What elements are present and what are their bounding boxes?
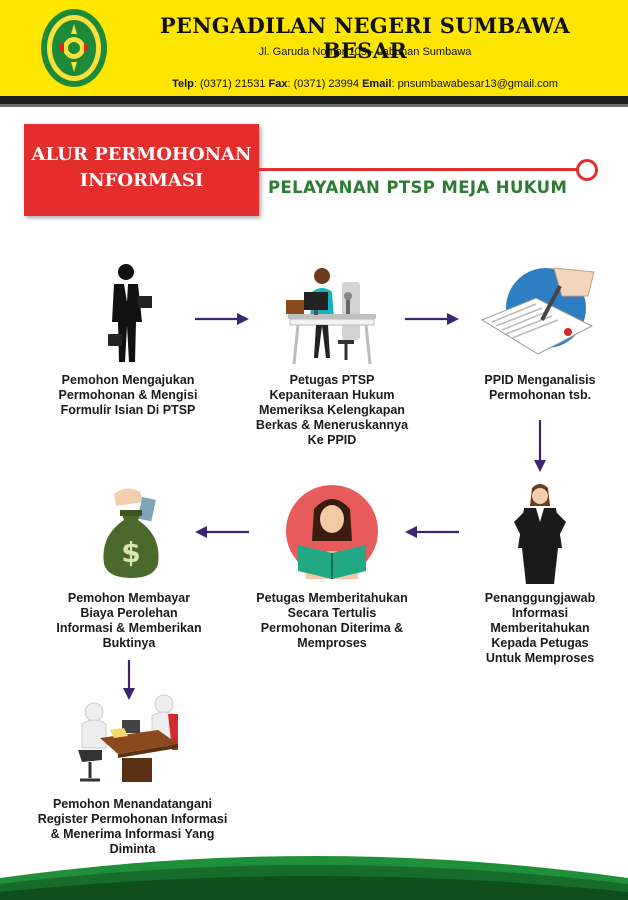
bottom-wave-decoration [0, 856, 628, 900]
title-rule [259, 168, 577, 171]
step-4-line-5: Untuk Memproses [485, 651, 595, 665]
page-title: ALUR PERMOHONAN INFORMASI [24, 142, 259, 194]
step-6-line-1: Pemohon Membayar [67, 591, 191, 605]
arrow-down-icon [123, 660, 135, 700]
step-5-line-2: Secara Tertulis [287, 606, 377, 620]
contact-line: Telp: (0371) 21531 Fax: (0371) 23994 Ema… [120, 78, 610, 90]
step-1-line-3: Formulir Isian Di PTSP [60, 403, 196, 417]
step-3-caption: PPID Menganalisis Permohonan tsb. [460, 373, 620, 403]
telp-label: Telp [172, 78, 194, 90]
businessman-icon [108, 264, 152, 362]
step-1-line-2: Permohonan & Mengisi [58, 388, 198, 402]
step-2-line-4: Berkas & Meneruskannya [255, 418, 409, 432]
title-box: ALUR PERMOHONAN INFORMASI [24, 124, 259, 216]
step-1-caption: Pemohon Mengajukan Permohonan & Mengisi … [48, 373, 208, 418]
step-7-line-2: Register Permohonan Informasi [37, 812, 228, 826]
header-divider-thin [0, 104, 628, 107]
step-4-caption: Penanggungjawab Informasi Memberitahukan… [460, 591, 620, 666]
step-2-line-2: Kepaniteraan Hukum [269, 388, 395, 402]
title-line-2: INFORMASI [79, 170, 204, 191]
court-name: PENGADILAN NEGERI SUMBAWA BESAR [159, 13, 571, 63]
step-7-line-1: Pemohon Menandatangani [52, 797, 213, 811]
court-address: Jl. Garuda Nomor 105 - Labuhan Sumbawa [258, 46, 472, 58]
woman-reading-icon [286, 485, 378, 579]
step-5-line-3: Permohonan Diterima & [260, 621, 404, 635]
step-4-line-1: Penanggungjawab [484, 591, 596, 605]
fax-label: Fax [268, 78, 288, 90]
arrow-left-icon [195, 526, 249, 538]
step-4-line-4: Kepada Petugas [491, 636, 589, 650]
step-7-line-3: & Menerima Informasi Yang [50, 827, 215, 841]
step-5-line-4: Memproses [297, 636, 367, 650]
page-subtitle: PELAYANAN PTSP MEJA HUKUM [268, 178, 568, 197]
title-line-1: ALUR PERMOHONAN [31, 144, 252, 165]
step-2-line-5: Ke PPID [307, 433, 357, 447]
fax-value: : (0371) 23994 [287, 78, 360, 90]
step-4-line-3: Memberitahukan [490, 621, 590, 635]
step-6-caption: Pemohon Membayar Biaya Perolehan Informa… [44, 591, 214, 651]
meeting-signing-icon [78, 694, 178, 782]
step-1-line-1: Pemohon Mengajukan [61, 373, 195, 387]
arrow-left-icon [405, 526, 459, 538]
email-value: : pnsumbawabesar13@gmail.com [391, 78, 558, 90]
header: PENGADILAN NEGERI SUMBAWA BESAR Jl. Garu… [0, 0, 628, 96]
step-3-line-1: PPID Menganalisis [484, 373, 596, 387]
step-2-line-3: Memeriksa Kelengkapan [259, 403, 405, 417]
businesswoman-icon [514, 484, 566, 584]
arrow-right-icon [405, 313, 459, 325]
step-5-caption: Petugas Memberitahukan Secara Tertulis P… [244, 591, 420, 651]
step-2-caption: Petugas PTSP Kepaniteraan Hukum Memeriks… [242, 373, 422, 448]
step-6-line-2: Biaya Perolehan [80, 606, 178, 620]
title-rule-end-circle [576, 159, 598, 181]
step-5-line-1: Petugas Memberitahukan [256, 591, 408, 605]
email-label: Email [362, 78, 392, 90]
telp-value: : (0371) 21531 [193, 78, 266, 90]
officer-at-desk-icon [286, 268, 376, 365]
arrow-right-icon [195, 313, 249, 325]
signing-document-icon [480, 267, 595, 355]
step-7-line-4: Diminta [109, 842, 156, 856]
step-6-line-3: Informasi & Memberikan [56, 621, 202, 635]
arrow-down-icon [534, 420, 546, 472]
step-4-line-2: Informasi [511, 606, 569, 620]
step-7-caption: Pemohon Menandatangani Register Permohon… [30, 797, 235, 857]
step-6-line-4: Buktinya [102, 636, 156, 650]
header-divider [0, 96, 628, 104]
step-2-line-1: Petugas PTSP [289, 373, 375, 387]
step-3-line-2: Permohonan tsb. [488, 388, 592, 402]
money-bag-icon: $ [103, 488, 159, 578]
svg-text:$: $ [121, 536, 140, 569]
court-logo-icon [41, 9, 107, 87]
